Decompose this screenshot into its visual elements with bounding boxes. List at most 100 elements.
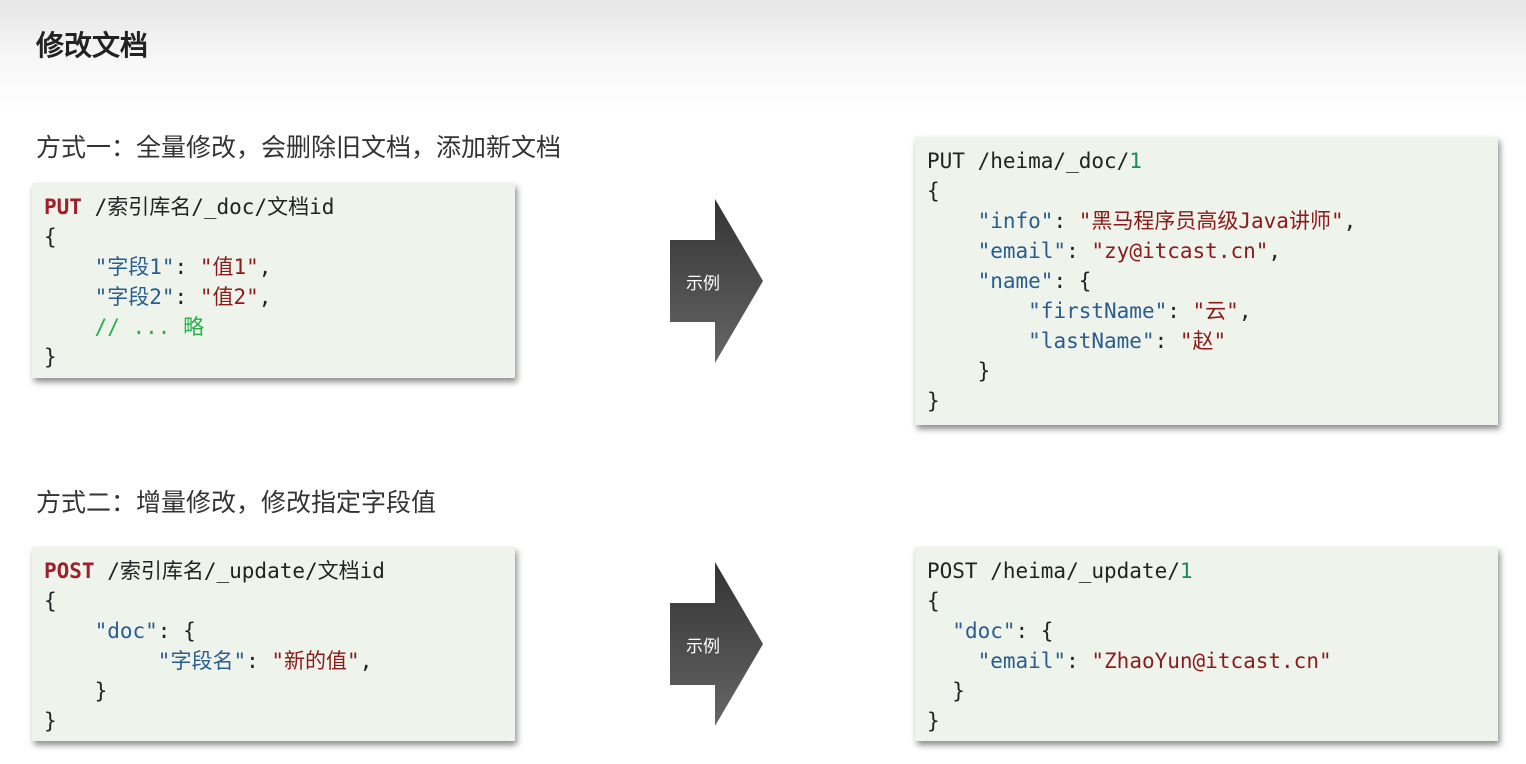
code-token-pl: } (927, 679, 965, 703)
code-token-pl: : (1167, 299, 1193, 323)
code-line: "doc": { (927, 616, 1486, 646)
code-token-str: "云" (1192, 299, 1239, 323)
code-token-str: "值2" (199, 285, 259, 309)
code-line: { (927, 586, 1486, 616)
code-line: { (927, 176, 1486, 206)
code-token-pl: { (44, 589, 57, 613)
code-token-key: "email" (977, 239, 1067, 263)
method1-label: 方式一：全量修改，会删除旧文档，添加新文档 (36, 133, 562, 162)
example-arrow-2: 示例 (670, 562, 764, 726)
code-token-pl: : (1154, 329, 1180, 353)
code-token-pl (927, 209, 978, 233)
code-line: "firstName": "云", (927, 296, 1486, 326)
arrow-label: 示例 (686, 274, 720, 294)
code-token-str: "ZhaoYun@itcast.cn" (1091, 649, 1332, 673)
code-token-key: "info" (977, 209, 1054, 233)
code-line: PUT /heima/_doc/1 (927, 146, 1486, 176)
code-token-pl: POST /heima/_update/ (927, 559, 1180, 583)
code-token-pl: : { (157, 619, 196, 643)
code-token-pl: { (927, 589, 940, 613)
code-line: } (927, 676, 1486, 706)
code-token-pl: : (1066, 239, 1092, 263)
code-token-pl: : (1053, 209, 1079, 233)
code-line: POST /索引库名/_update/文档id (44, 556, 503, 586)
code-token-pl: /索引库名/_update/文档id (94, 559, 385, 583)
code-token-pl (44, 255, 95, 279)
code-token-key: "email" (977, 649, 1067, 673)
method2-label: 方式二：增量修改，修改指定字段值 (36, 488, 437, 517)
code-line: "info": "黑马程序员高级Java讲师", (927, 206, 1486, 236)
code-token-str: "赵" (1179, 329, 1227, 353)
code-token-pl (927, 239, 978, 263)
code-token-pl: } (927, 709, 940, 733)
code-token-pl (927, 649, 978, 673)
code-token-pl (44, 315, 95, 339)
code-token-pl (927, 299, 1028, 323)
code-token-pl: } (927, 389, 940, 413)
arrow-right-icon (670, 562, 763, 726)
code-token-pl: , (359, 649, 373, 673)
code-token-pl: : (246, 649, 272, 673)
code-line: "lastName": "赵" (927, 326, 1486, 356)
code-token-kw: PUT (44, 195, 82, 219)
code-token-key: "字段2" (94, 285, 175, 309)
code-block-put-syntax: PUT /索引库名/_doc/文档id { "字段1": "值1", "字段2":… (32, 183, 515, 378)
code-token-pl: { (44, 225, 57, 249)
code-token-key: "字段1" (94, 255, 175, 279)
code-line: } (927, 706, 1486, 736)
code-token-key: "doc" (94, 619, 158, 643)
code-token-kw: POST (44, 559, 95, 583)
code-line: POST /heima/_update/1 (927, 556, 1486, 586)
code-token-key: "firstName" (1028, 299, 1168, 323)
code-line: "字段名": "新的值", (44, 646, 503, 676)
page-title: 修改文档 (36, 29, 149, 62)
code-line: } (44, 706, 503, 736)
code-token-pl: { (927, 179, 940, 203)
code-token-str: "值1" (199, 255, 259, 279)
example-arrow-1: 示例 (670, 199, 764, 363)
code-line: } (44, 342, 503, 372)
code-line: } (44, 676, 503, 706)
code-token-key: "name" (977, 269, 1054, 293)
code-line: { (44, 222, 503, 252)
code-line: "字段2": "值2", (44, 282, 503, 312)
code-token-pl (927, 269, 978, 293)
code-token-pl: } (44, 345, 57, 369)
code-token-pl: } (927, 359, 991, 383)
arrow-label: 示例 (686, 637, 720, 657)
code-block-post-example: POST /heima/_update/1 { "doc": { "email":… (915, 547, 1498, 741)
code-token-key: "字段名" (157, 649, 247, 673)
code-token-pl: : { (1015, 619, 1054, 643)
code-line: "email": "zy@itcast.cn", (927, 236, 1486, 266)
code-token-pl: } (44, 679, 108, 703)
code-token-pl (44, 619, 95, 643)
code-token-pl: , (258, 285, 272, 309)
code-token-pl: , (1238, 299, 1252, 323)
code-token-pl (44, 649, 158, 673)
code-token-pl: , (1343, 209, 1357, 233)
code-token-num: 1 (1129, 149, 1142, 173)
code-token-num: 1 (1179, 559, 1193, 583)
code-token-pl: PUT /heima/_doc/ (927, 149, 1130, 173)
code-line: "name": { (927, 266, 1486, 296)
code-token-pl: : { (1053, 269, 1092, 293)
code-token-cm: // ... 略 (94, 315, 205, 339)
code-token-pl (927, 329, 1028, 353)
code-token-str: "zy@itcast.cn" (1091, 239, 1269, 263)
code-line: // ... 略 (44, 312, 503, 342)
code-line: "email": "ZhaoYun@itcast.cn" (927, 646, 1486, 676)
code-token-pl: , (258, 255, 272, 279)
code-token-key: "lastName" (1028, 329, 1155, 353)
code-token-pl: : (174, 285, 200, 309)
code-line: } (927, 356, 1486, 386)
code-line: } (927, 386, 1486, 416)
code-block-put-example: PUT /heima/_doc/1 { "info": "黑马程序员高级Java讲… (915, 137, 1498, 425)
code-line: "doc": { (44, 616, 503, 646)
code-token-key: "doc" (952, 619, 1016, 643)
code-token-pl (44, 285, 95, 309)
code-token-pl: /索引库名/_doc/文档id (81, 195, 335, 219)
code-token-pl (927, 619, 952, 643)
code-token-pl: : (1066, 649, 1092, 673)
code-token-str: "黑马程序员高级Java讲师" (1078, 209, 1344, 233)
code-line: "字段1": "值1", (44, 252, 503, 282)
